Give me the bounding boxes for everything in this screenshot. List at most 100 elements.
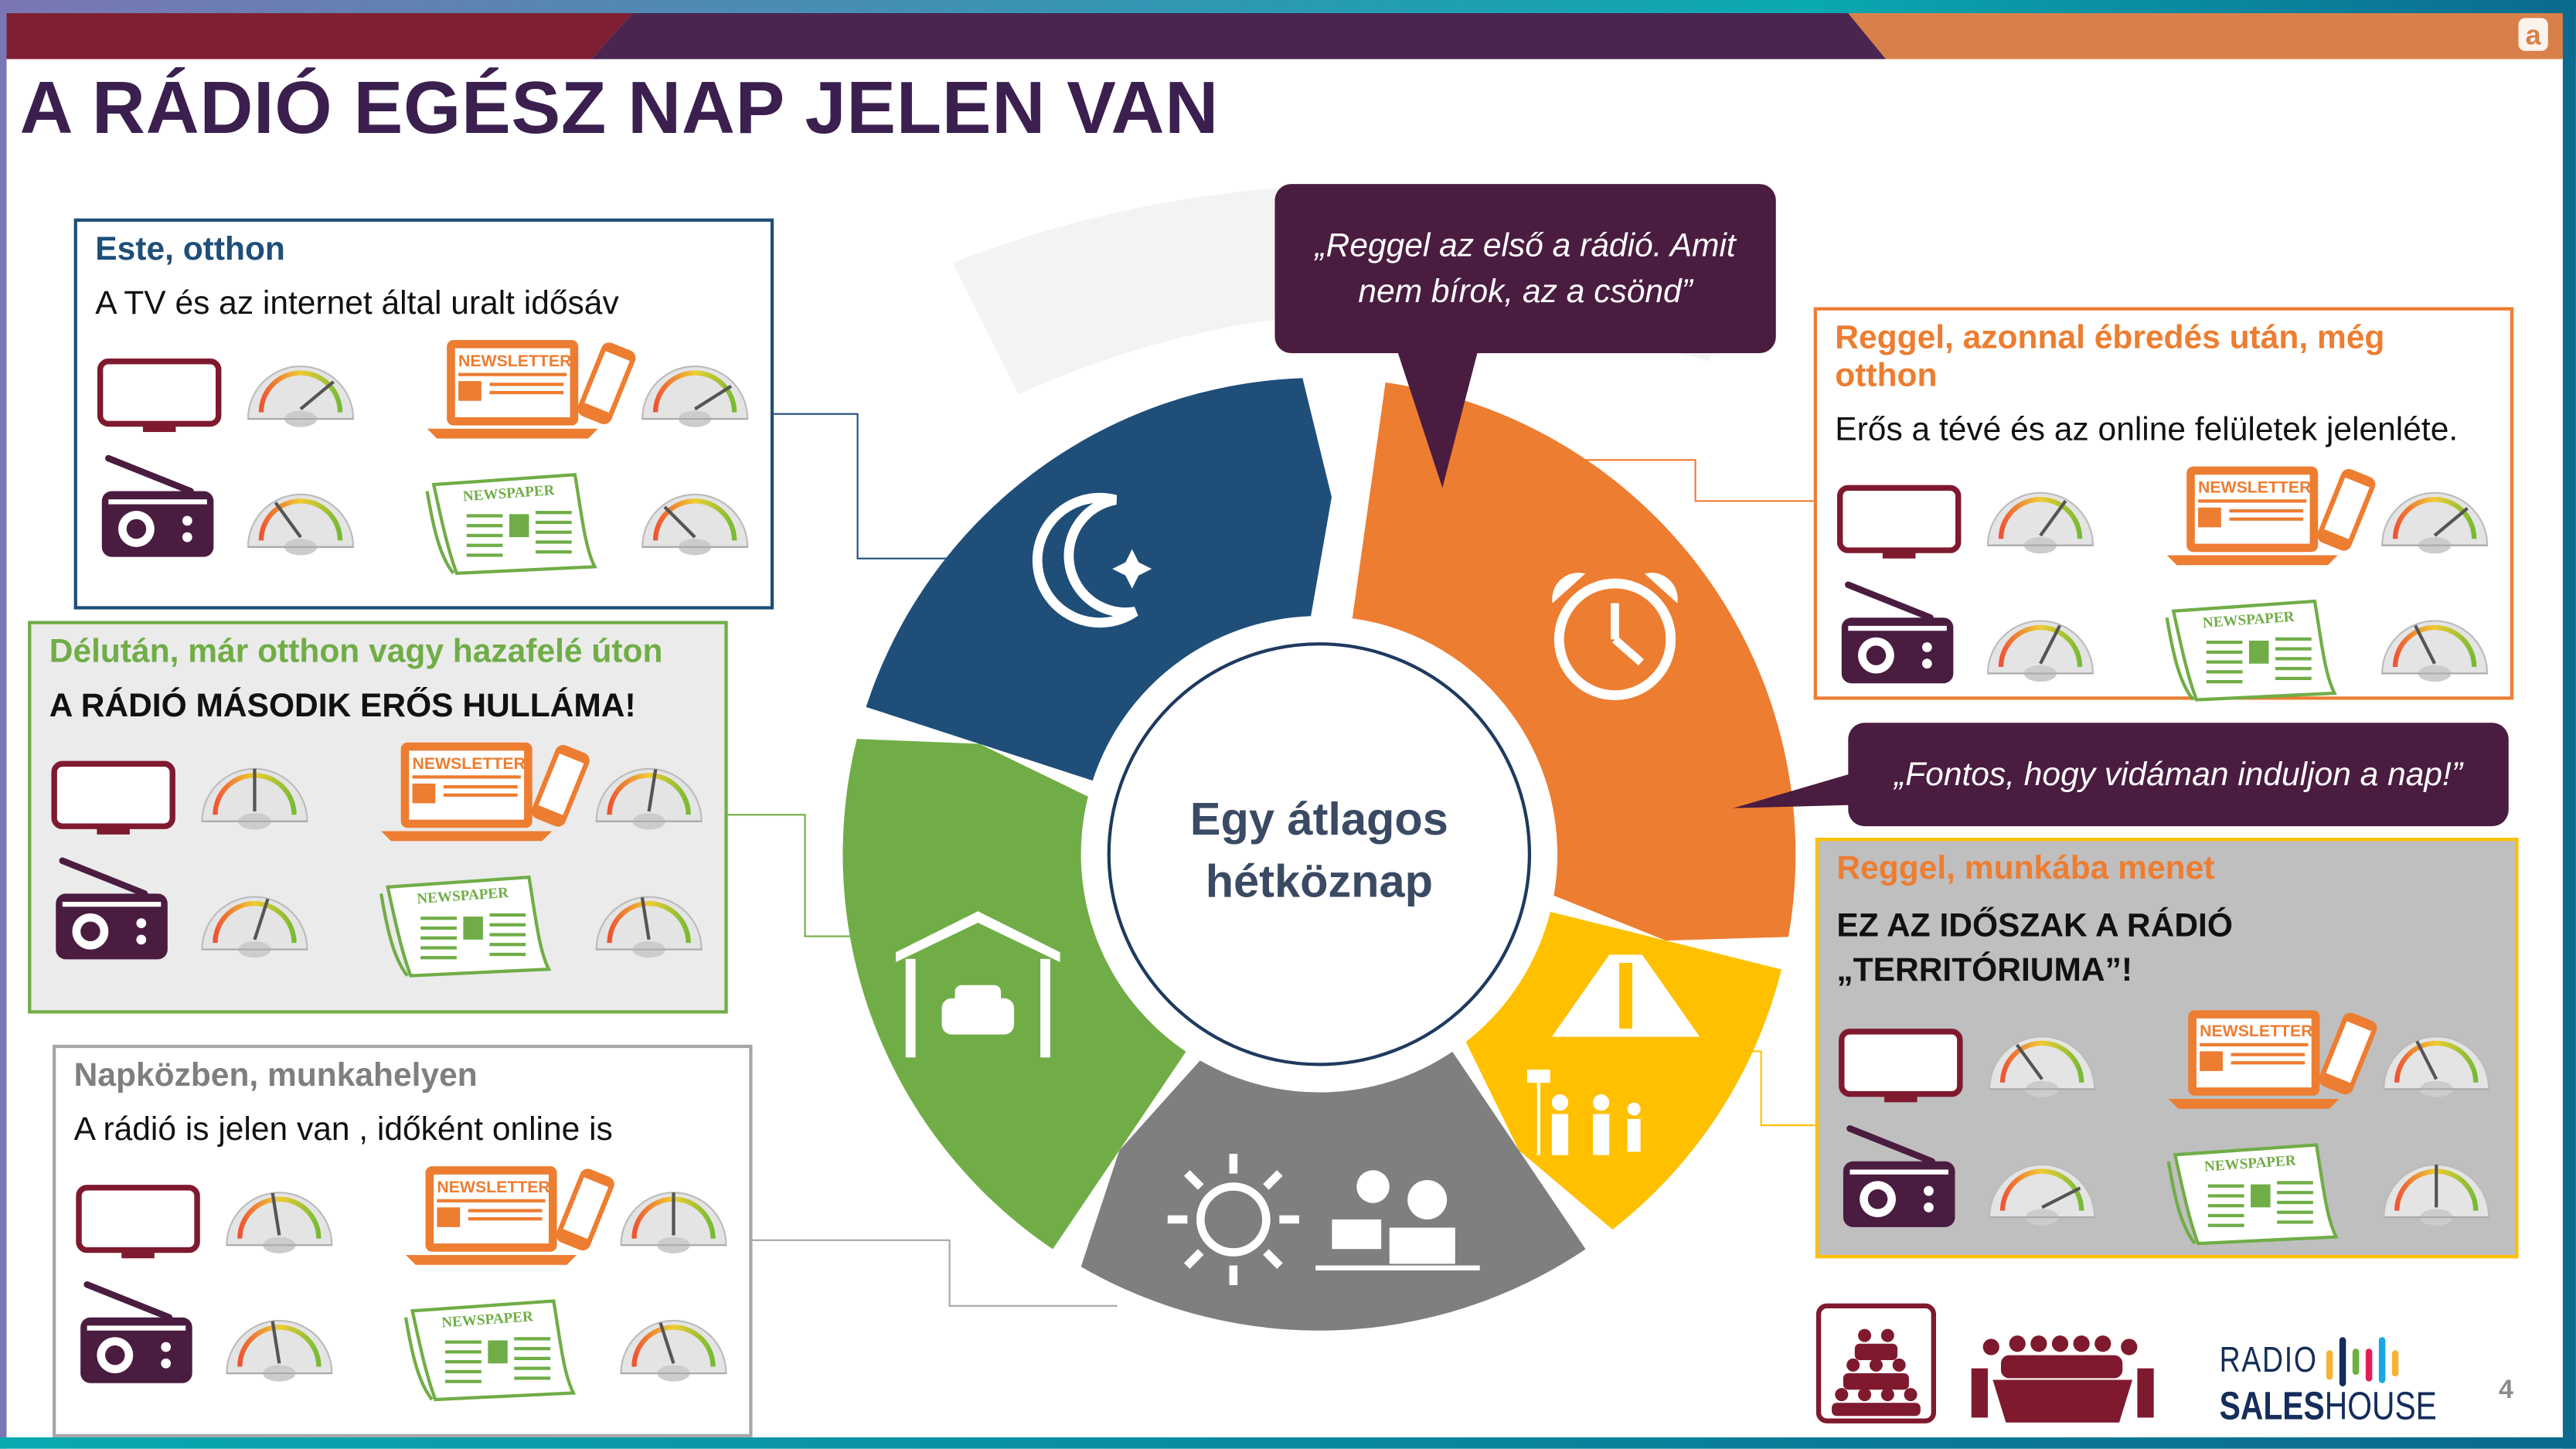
radio-icon	[95, 452, 223, 575]
newspaper-icon: NEWSPAPER	[424, 465, 604, 588]
gauge-newspaper-icon	[616, 1301, 737, 1407]
box-subtitle: Erős a tévé és az online felületek jelen…	[1835, 412, 2459, 449]
laptop-phone-icon: NEWSLETTER	[378, 736, 600, 867]
tv-icon	[49, 759, 178, 846]
bottom-border	[0, 1437, 2576, 1449]
bubble-tail	[1733, 772, 1856, 808]
gauge-tv-icon	[243, 347, 365, 454]
box-evening: Este, otthon A TV és az internet által ur…	[73, 218, 774, 610]
left-border	[0, 0, 7, 1449]
radio-icon	[1835, 578, 1963, 701]
box-title: Reggel, azonnal ébredés után, még otthon	[1835, 320, 2385, 395]
gauge-tv-icon	[197, 749, 318, 855]
quote-text: „Reggel az első a rádió. Amit nem bírok,…	[1315, 227, 1736, 310]
gauge-online-icon	[2377, 473, 2499, 580]
wheel-segment-work	[1080, 1051, 1586, 1331]
center-label: Egy átlagos hétköznap	[1122, 788, 1516, 913]
box-daytime: Napközben, munkahelyen A rádió is jelen v…	[53, 1044, 753, 1437]
logo-sales: SALES	[2219, 1384, 2325, 1430]
svg-text:NEWSLETTER: NEWSLETTER	[2198, 478, 2311, 497]
gauge-newspaper-icon	[591, 877, 713, 984]
tv-icon	[95, 356, 223, 444]
box-title: Este, otthon	[95, 231, 285, 268]
svg-text:NEWSLETTER: NEWSLETTER	[437, 1178, 550, 1196]
media-grid: NEWSLETTER NEWSPAPER	[95, 333, 768, 580]
gauge-tv-icon	[1985, 1017, 2106, 1124]
media-grid: NEWSLETTER NEWSPAPER	[1835, 460, 2508, 706]
center-label-line1: Egy átlagos	[1189, 793, 1448, 845]
newspaper-icon: NEWSPAPER	[2166, 1135, 2346, 1258]
audience-icon	[1815, 1303, 1937, 1423]
gauge-tv-icon	[1983, 473, 2105, 580]
brand-a-icon: a	[2518, 18, 2548, 51]
newspaper-icon: NEWSPAPER	[378, 867, 559, 990]
box-title: Napközben, munkahelyen	[73, 1057, 478, 1094]
wheel-center-circle	[1107, 642, 1532, 1066]
laptop-phone-icon: NEWSLETTER	[2163, 460, 2385, 591]
radio-saleshouse-logo: RADIO SALESHOUSE	[2220, 1338, 2492, 1430]
laptop-phone-icon: NEWSLETTER	[424, 333, 645, 464]
wheel-segment-evening	[866, 378, 1332, 781]
header-band: a	[0, 13, 2576, 60]
box-subtitle: A TV és az internet által uralt idősáv	[95, 285, 619, 322]
tv-icon	[74, 1182, 202, 1270]
gauge-newspaper-icon	[2377, 601, 2499, 708]
svg-text:NEWSLETTER: NEWSLETTER	[458, 352, 571, 370]
box-afternoon: Délután, már otthon vagy hazafelé úton A …	[28, 621, 728, 1014]
box-title: Reggel, munkába menet	[1836, 851, 2215, 887]
logo-equalizer-icon	[2326, 1337, 2399, 1387]
wheel-segment-afternoon	[842, 739, 1186, 1250]
wheel-segment-morning	[1352, 382, 1796, 941]
box-title: Délután, már otthon vagy hazafelé úton	[49, 634, 663, 671]
svg-text:NEWSLETTER: NEWSLETTER	[2200, 1022, 2312, 1040]
alarm-clock-icon	[1552, 573, 1678, 700]
center-label-line2: hétköznap	[1205, 855, 1434, 906]
gauge-tv-icon	[222, 1173, 343, 1280]
day-cycle-wheel	[842, 378, 1796, 1331]
logo-house: HOUSE	[2324, 1384, 2437, 1430]
radio-icon	[49, 854, 178, 977]
box-commute: Reggel, munkába menet EZ AZ IDŐSZAK A RÁD…	[1815, 838, 2519, 1259]
media-grid: NEWSLETTER NEWSPAPER	[74, 1160, 747, 1406]
media-grid: NEWSLETTER NEWSPAPER	[1836, 1004, 2510, 1250]
wheel-segment-commute	[1465, 911, 1781, 1230]
quote-bubble-morning: „Reggel az első a rádió. Amit nem bírok,…	[1274, 184, 1776, 354]
radio-icon	[74, 1278, 202, 1401]
gauge-radio-icon	[197, 877, 318, 984]
box-subtitle: A RÁDIÓ MÁSODIK ERŐS HULLÁMA!	[49, 688, 636, 725]
newspaper-icon: NEWSPAPER	[403, 1291, 584, 1414]
svg-text:a: a	[2526, 19, 2542, 50]
gauge-online-icon	[638, 347, 759, 454]
top-stripe	[0, 0, 2576, 14]
gauge-newspaper-icon	[2379, 1145, 2500, 1252]
sun-office-icon	[1167, 1153, 1480, 1285]
gauge-radio-icon	[1983, 601, 2105, 708]
moon-star-icon	[1032, 492, 1152, 628]
bubble-tail	[1396, 348, 1479, 488]
gauge-radio-icon	[243, 474, 365, 581]
box-subtitle: A rádió is jelen van , időként online is	[73, 1112, 613, 1148]
garage-car-icon	[896, 911, 1060, 1058]
gauge-online-icon	[2379, 1017, 2500, 1124]
page-number: 4	[2499, 1376, 2513, 1405]
newspaper-icon: NEWSPAPER	[2163, 591, 2344, 714]
media-grid: NEWSLETTER NEWSPAPER	[49, 736, 723, 982]
svg-text:NEWSLETTER: NEWSLETTER	[413, 754, 526, 773]
box-subtitle: EZ AZ IDŐSZAK A RÁDIÓ „TERRITÓRIUMA”!	[1836, 908, 2233, 989]
tv-icon	[1836, 1027, 1965, 1114]
gauge-online-icon	[591, 749, 713, 855]
gauge-radio-icon	[222, 1301, 343, 1407]
tv-icon	[1835, 483, 1963, 570]
box-morning-home: Reggel, azonnal ébredés után, még otthon…	[1813, 307, 2514, 702]
laptop-phone-icon: NEWSLETTER	[2166, 1004, 2387, 1135]
meeting-table-icon	[1971, 1335, 2154, 1423]
gauge-radio-icon	[1985, 1145, 2106, 1252]
gauge-online-icon	[616, 1173, 737, 1280]
right-border	[2562, 0, 2576, 1449]
slide-title: A RÁDIÓ EGÉSZ NAP JELEN VAN	[19, 66, 1219, 150]
laptop-phone-icon: NEWSLETTER	[403, 1160, 624, 1291]
quote-bubble-commute: „Fontos, hogy vidáman induljon a nap!”	[1848, 723, 2509, 827]
gauge-newspaper-icon	[638, 474, 759, 581]
quote-text: „Fontos, hogy vidáman induljon a nap!”	[1894, 756, 2463, 793]
